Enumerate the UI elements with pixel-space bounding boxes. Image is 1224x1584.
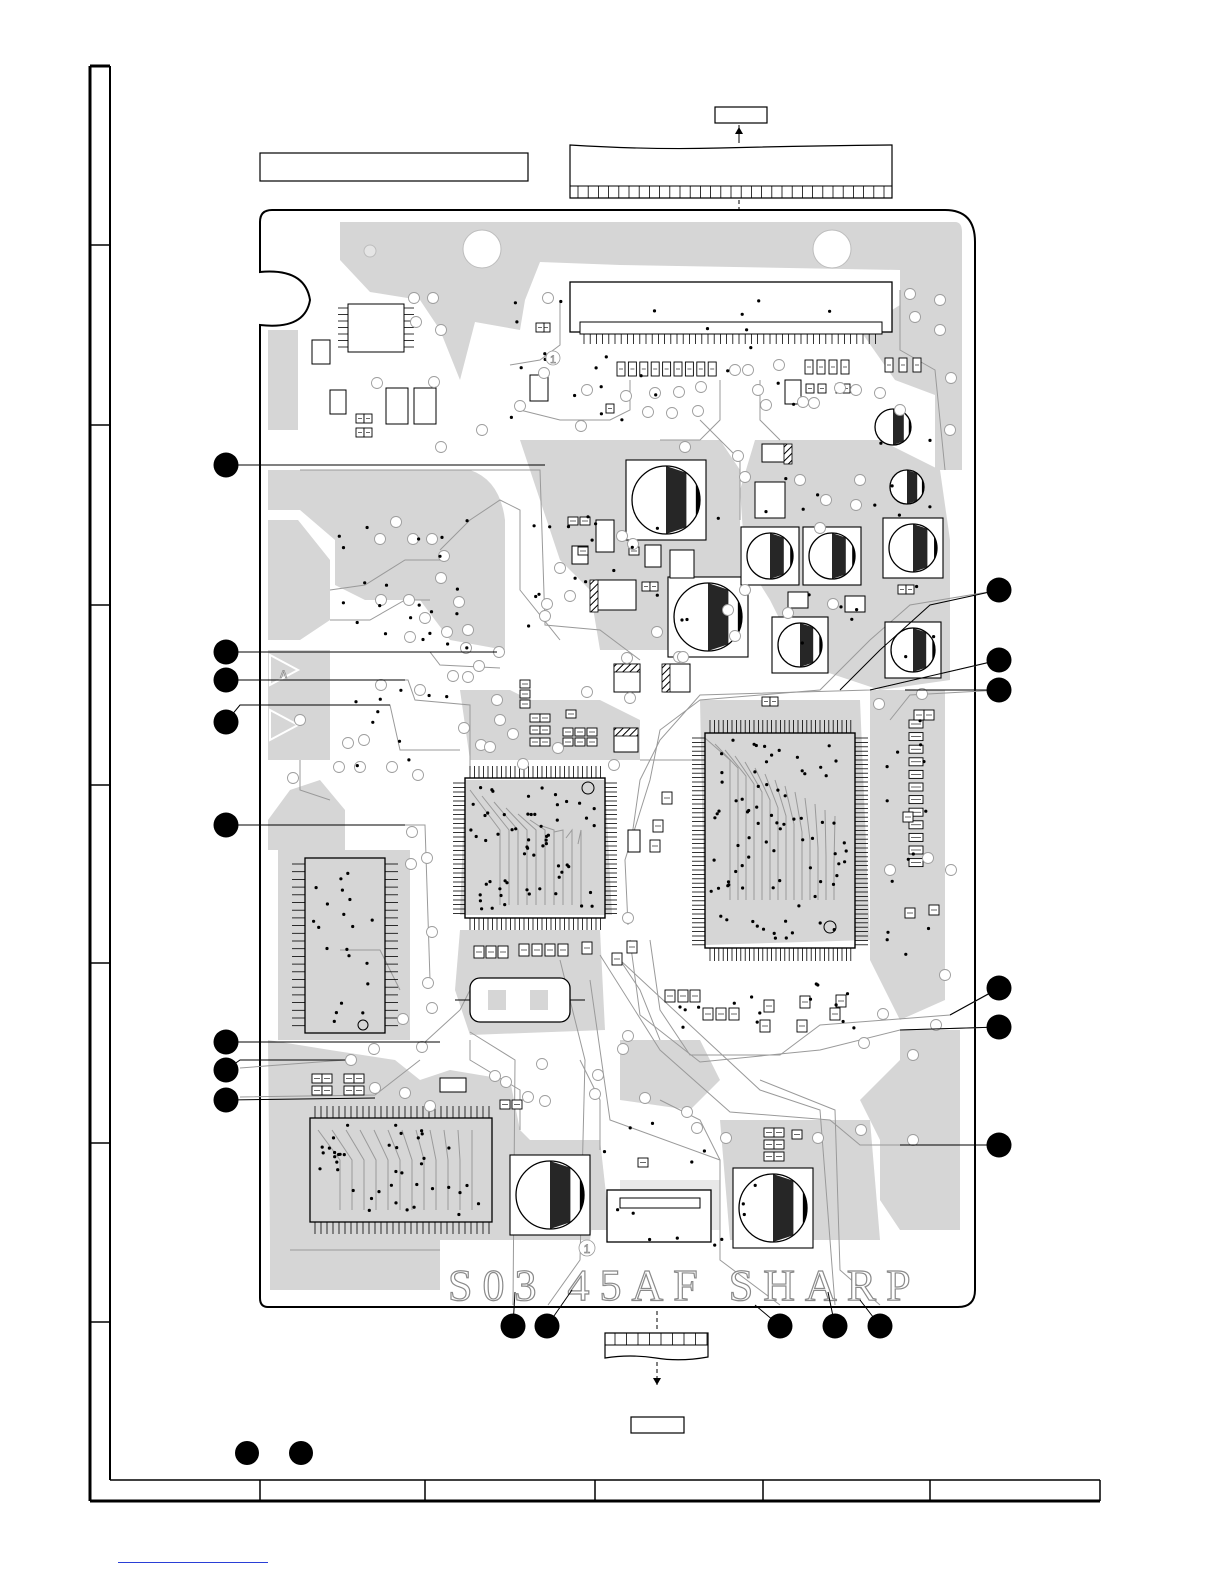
callout-marker xyxy=(214,813,239,838)
callout-marker xyxy=(214,453,239,478)
circle-mark-bottom: 1 xyxy=(579,1240,595,1256)
callout-marker xyxy=(987,976,1012,1001)
column-dividers xyxy=(260,1480,930,1501)
callout-marker xyxy=(987,1133,1012,1158)
ic-soic-top-left xyxy=(338,304,414,352)
svg-text:1: 1 xyxy=(550,354,556,366)
callout-marker xyxy=(214,640,239,665)
callout-marker xyxy=(501,1314,526,1339)
legend-marker-2 xyxy=(289,1441,313,1465)
legend-marker-1 xyxy=(235,1441,259,1465)
svg-text:1: 1 xyxy=(584,1242,591,1256)
bottom-connector-box xyxy=(631,1417,684,1433)
callout-marker xyxy=(987,678,1012,703)
callout-marker xyxy=(987,1015,1012,1040)
callout-marker xyxy=(535,1314,560,1339)
callout-marker xyxy=(214,1058,239,1083)
callout-marker xyxy=(868,1314,893,1339)
callout-marker xyxy=(987,648,1012,673)
callout-marker xyxy=(214,710,239,735)
bottom-board-connector xyxy=(607,1190,711,1242)
title-box xyxy=(260,153,528,181)
callout-marker xyxy=(214,1030,239,1055)
board-silkscreen-text: S03 45AF SHARP xyxy=(448,1261,921,1310)
svg-text:ʌ: ʌ xyxy=(280,665,287,681)
row-dividers xyxy=(90,245,110,1322)
callout-marker xyxy=(214,668,239,693)
footer-link[interactable] xyxy=(118,1548,268,1563)
callout-marker xyxy=(823,1314,848,1339)
top-connector-box xyxy=(715,107,767,123)
callout-marker xyxy=(987,578,1012,603)
crystal-oscillator xyxy=(455,978,585,1022)
callout-marker xyxy=(768,1314,793,1339)
callout-marker xyxy=(214,1088,239,1113)
